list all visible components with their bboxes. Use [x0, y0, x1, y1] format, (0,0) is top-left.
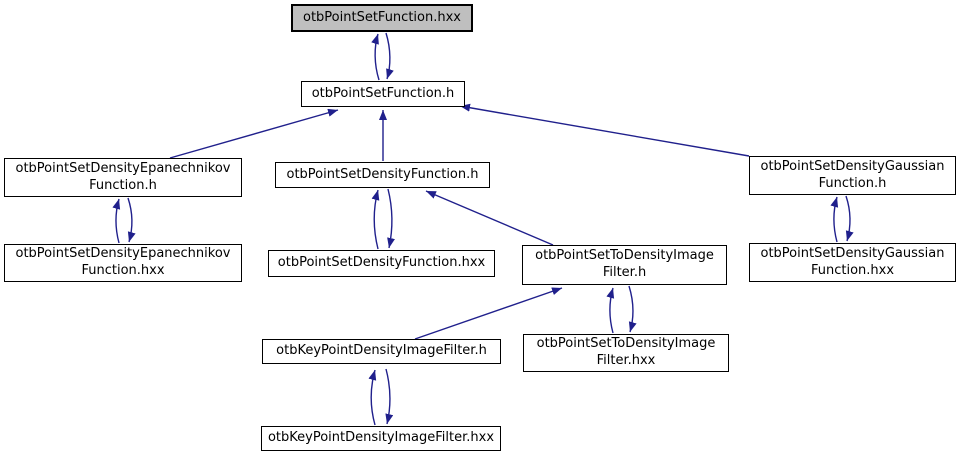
edge-dens_hxx-to-dens_h: [371, 189, 380, 250]
node-label: otbPointSetDensityFunction.hxx: [277, 255, 486, 271]
edge-gauss_hxx-to-gauss_h: [830, 196, 839, 243]
edge-epan_h-to-epan_hxx: [127, 197, 136, 243]
edge-key_h-to-filter_h: [414, 287, 563, 340]
node-otbPointSetDensityFunction-h[interactable]: otbPointSetDensityFunction.h: [275, 162, 490, 188]
edge-filter_h-to-dens_h: [425, 190, 554, 246]
edge-filter_h-to-filter_hxx: [628, 285, 637, 333]
node-otbKeyPointDensityImageFilter-h[interactable]: otbKeyPointDensityImageFilter.h: [262, 339, 501, 364]
node-label: otbPointSetDensityFunction.h: [286, 166, 479, 182]
node-label: otbKeyPointDensityImageFilter.h: [276, 343, 487, 359]
node-label: Function.hxx: [810, 262, 895, 278]
node-otbPointSetDensityGaussianFunction-h[interactable]: otbPointSetDensityGaussian Function.h: [749, 156, 956, 195]
node-otbPointSetDensityEpanechnikovFunction-h[interactable]: otbPointSetDensityEpanechnikov Function.…: [4, 158, 242, 197]
edge-gauss_h-to-fn_h: [459, 103, 750, 157]
node-otbPointSetDensityEpanechnikovFunction-hxx[interactable]: otbPointSetDensityEpanechnikov Function.…: [4, 244, 242, 282]
node-otbPointSetDensityFunction-hxx[interactable]: otbPointSetDensityFunction.hxx: [268, 250, 495, 277]
node-label: otbPointSetDensityEpanechnikov: [15, 160, 231, 176]
node-label: Function.h: [818, 175, 887, 191]
node-label: otbPointSetDensityEpanechnikov: [15, 246, 231, 262]
edge-epan_hxx-to-epan_h: [112, 198, 121, 244]
node-label: Filter.hxx: [596, 353, 656, 368]
node-label: otbPointSetFunction.hxx: [303, 9, 461, 25]
node-label: otbPointSetDensityGaussian: [760, 245, 945, 261]
edge-fn_h-to-fn_hxx: [371, 33, 380, 81]
node-otbPointSetFunction-h[interactable]: otbPointSetFunction.h: [301, 81, 465, 107]
node-label: Filter.h: [602, 265, 647, 280]
node-label: otbPointSetFunction.h: [311, 85, 455, 101]
node-label: otbKeyPointDensityImageFilter.hxx: [267, 430, 495, 446]
node-otbKeyPointDensityImageFilter-hxx[interactable]: otbKeyPointDensityImageFilter.hxx: [261, 426, 501, 451]
edge-gauss_h-to-gauss_hxx: [845, 195, 854, 242]
node-label: Function.hxx: [81, 263, 165, 278]
node-label: otbPointSetToDensityImage: [535, 248, 714, 264]
edge-epan_h-to-fn_h: [169, 108, 339, 159]
node-otbPointSetFunction-hxx: otbPointSetFunction.hxx: [291, 4, 473, 32]
edge-key_h-to-key_hxx: [385, 368, 394, 425]
node-label: otbPointSetToDensityImage: [536, 336, 716, 352]
node-otbPointSetToDensityImageFilter-hxx[interactable]: otbPointSetToDensityImage Filter.hxx: [523, 334, 729, 372]
edge-dens_h-to-dens_hxx: [387, 188, 395, 249]
edge-fn_hxx-to-fn_h: [385, 32, 394, 80]
node-label: Function.h: [89, 177, 157, 193]
edge-key_hxx-to-key_h: [368, 369, 377, 426]
node-otbPointSetDensityGaussianFunction-hxx[interactable]: otbPointSetDensityGaussian Function.hxx: [749, 243, 956, 282]
edge-filter_hxx-to-filter_h: [606, 287, 615, 334]
node-label: otbPointSetDensityGaussian: [760, 158, 945, 174]
node-otbPointSetToDensityImageFilter-h[interactable]: otbPointSetToDensityImage Filter.h: [522, 245, 727, 285]
